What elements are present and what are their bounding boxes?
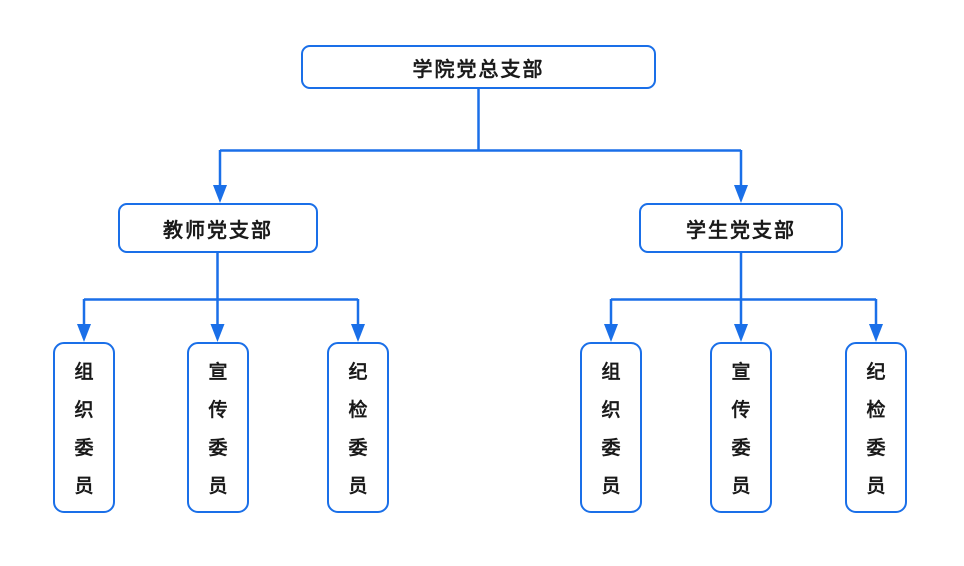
node-label: 纪检委员: [866, 361, 886, 497]
node-label: 组织委员: [601, 361, 621, 497]
node-left-discipline-member: 纪检委员: [327, 342, 389, 513]
arrow-down-icon: [210, 324, 225, 342]
arrow-down-icon: [734, 324, 748, 342]
node-label: 宣传委员: [208, 361, 228, 497]
node-right-discipline-member: 纪检委员: [845, 342, 907, 513]
arrow-down-icon: [734, 185, 748, 203]
node-right-organization-member: 组织委员: [580, 342, 642, 513]
arrow-down-icon: [77, 324, 91, 342]
node-left-publicity-member: 宣传委员: [187, 342, 249, 513]
node-label: 组织委员: [74, 361, 94, 497]
node-right-publicity-member: 宣传委员: [710, 342, 772, 513]
node-branch-students: 学生党支部: [639, 203, 843, 253]
node-branch-teachers: 教师党支部: [118, 203, 318, 253]
node-label: 宣传委员: [731, 361, 751, 497]
arrow-down-icon: [604, 324, 618, 342]
node-root-label: 学院党总支部: [412, 56, 545, 81]
node-branch-teachers-label: 教师党支部: [163, 217, 273, 242]
arrow-down-icon: [351, 324, 365, 342]
node-root: 学院党总支部: [301, 45, 656, 89]
node-label: 纪检委员: [348, 361, 368, 497]
arrow-down-icon: [213, 185, 227, 203]
arrow-down-icon: [869, 324, 883, 342]
node-branch-students-label: 学生党支部: [686, 217, 796, 242]
node-left-organization-member: 组织委员: [53, 342, 115, 513]
